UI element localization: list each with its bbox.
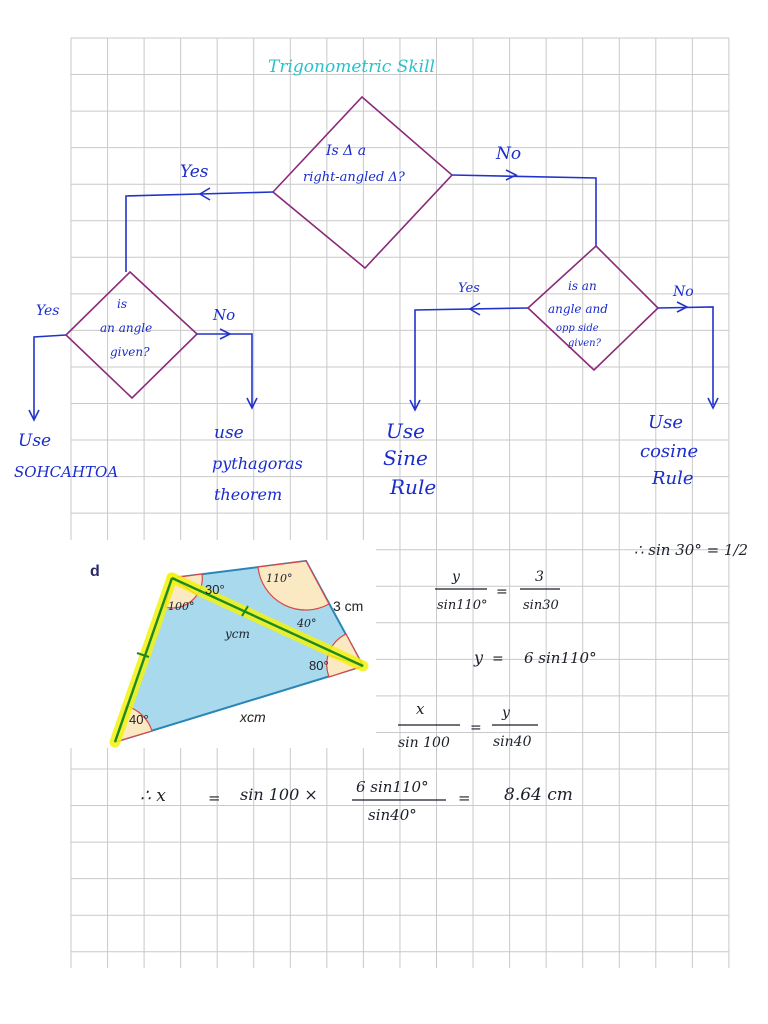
right-no-connector <box>657 306 714 405</box>
diagonal-y-edge <box>171 576 364 668</box>
outcome-pythagoras-line1: use <box>214 423 244 443</box>
eq4-result: 8.64 cm <box>504 785 573 805</box>
eq2-right: 6 sin110° <box>524 649 597 667</box>
angle-80-label: 80° <box>309 658 329 673</box>
right-yes-label: Yes <box>458 281 480 296</box>
left-yes-arrow-icon <box>28 409 40 422</box>
outcome-sine-line1: Use <box>386 419 425 443</box>
eq4-fraction-numerator: 6 sin110° <box>356 778 429 796</box>
top-decision-line2: right-angled Δ? <box>303 170 406 185</box>
eq1-equals: = <box>496 584 508 600</box>
right-decision-line4: given? <box>568 338 602 349</box>
flowchart: Is Δ a right-angled Δ? Yes No is an angl… <box>14 95 719 504</box>
left-no-connector <box>197 333 253 406</box>
outcome-cosine-line1: Use <box>648 412 683 433</box>
working-equations: y sin110° = 3 sin30 y = 6 sin110° x sin … <box>140 569 597 824</box>
outcome-cosine-rule: Use cosine Rule <box>640 412 698 489</box>
outcome-cosine-line2: cosine <box>640 441 698 462</box>
eq3-equals: = <box>470 720 482 736</box>
angle-30-label: 30° <box>205 582 225 597</box>
left-decision-line3: given? <box>110 345 150 359</box>
outcome-sohcahtoa: Use SOHCAHTOA <box>14 431 118 481</box>
side-tick-mark <box>136 652 150 658</box>
quadrilateral-figure-panel: d 30° 100° 110° 40° 80° 40° 3 cm ycm xcm <box>70 540 376 748</box>
top-yes-label: Yes <box>180 162 209 182</box>
right-decision-line3: opp side <box>556 323 599 334</box>
angle-110-arc <box>257 560 330 611</box>
outcome-pythagoras-line3: theorem <box>214 485 282 504</box>
eq1-right-denominator: sin30 <box>523 598 559 613</box>
top-no-connector <box>451 174 597 246</box>
right-decision-line1: is an <box>568 279 597 293</box>
eq3-left-denominator: sin 100 <box>398 735 450 751</box>
eq3-left-numerator: x <box>416 700 425 718</box>
top-yes-arrow-icon <box>198 187 211 201</box>
left-yes-connector <box>33 334 67 418</box>
angle-40-bottom-label: 40° <box>129 712 149 727</box>
eq1-right-numerator: 3 <box>535 569 544 585</box>
eq4-middle: sin 100 × <box>240 785 318 804</box>
top-decision-line1: Is Δ a <box>325 143 366 159</box>
top-no-label: No <box>495 144 521 164</box>
top-no-arrow-icon <box>505 169 518 181</box>
decision-angle-opp-side <box>526 244 660 372</box>
angle-40-top-label: 40° <box>296 617 317 630</box>
right-yes-down-arrow-icon <box>409 399 421 412</box>
eq2-left: y <box>473 648 484 667</box>
outcome-cosine-line3: Rule <box>651 468 694 489</box>
angle-100-label: 100° <box>168 600 195 613</box>
eq4-equals: = <box>208 789 221 807</box>
eq4-prefix: ∴ x <box>140 786 166 806</box>
page-title: Trigonometric Skill <box>268 57 435 77</box>
left-x-edge <box>113 577 174 743</box>
left-no-right-arrow-icon <box>219 328 232 340</box>
right-no-down-arrow-icon <box>707 397 719 410</box>
right-no-label: No <box>672 284 694 300</box>
left-decision-line1: is <box>117 297 127 311</box>
eq1-left-denominator: sin110° <box>437 598 488 613</box>
side-y-label: ycm <box>224 627 250 641</box>
side-x-label: xcm <box>239 709 266 725</box>
eq1-left-numerator: y <box>451 569 461 585</box>
left-no-label: No <box>212 306 235 324</box>
right-decision-line2: angle and <box>548 302 608 316</box>
eq3-right-numerator: y <box>501 705 511 721</box>
eq2-equals: = <box>492 651 504 667</box>
sin30-note: ∴ sin 30° = 1/2 <box>634 541 748 559</box>
outcome-sine-rule: Use Sine Rule <box>383 419 436 499</box>
top-yes-connector <box>125 191 274 272</box>
right-no-arrow-icon <box>676 301 689 313</box>
decision-angle-given <box>64 270 199 400</box>
eq4-equals-2: = <box>458 789 471 807</box>
angle-110-label: 110° <box>266 572 293 585</box>
left-decision-line2: an angle <box>100 321 152 335</box>
outcome-sohcahtoa-line2: SOHCAHTOA <box>14 463 118 481</box>
outcome-sine-line2: Sine <box>383 446 428 470</box>
right-yes-connector <box>414 307 529 408</box>
left-no-down-arrow-icon <box>246 397 258 410</box>
side-3cm-label: 3 cm <box>333 598 363 614</box>
outcome-pythagoras-line2: pythagoras <box>212 454 303 473</box>
figure-label: d <box>90 563 100 580</box>
diagonal-tick-mark <box>241 605 249 617</box>
eq3-right-denominator: sin40 <box>493 734 532 750</box>
right-yes-arrow-icon <box>468 302 481 316</box>
eq4-fraction-denominator: sin40° <box>368 806 417 824</box>
left-yes-label: Yes <box>36 303 60 319</box>
outcome-sine-line3: Rule <box>389 475 436 499</box>
outcome-sohcahtoa-line1: Use <box>18 431 51 451</box>
outcome-pythagoras: use pythagoras theorem <box>212 423 303 504</box>
decision-right-angled <box>271 95 454 270</box>
